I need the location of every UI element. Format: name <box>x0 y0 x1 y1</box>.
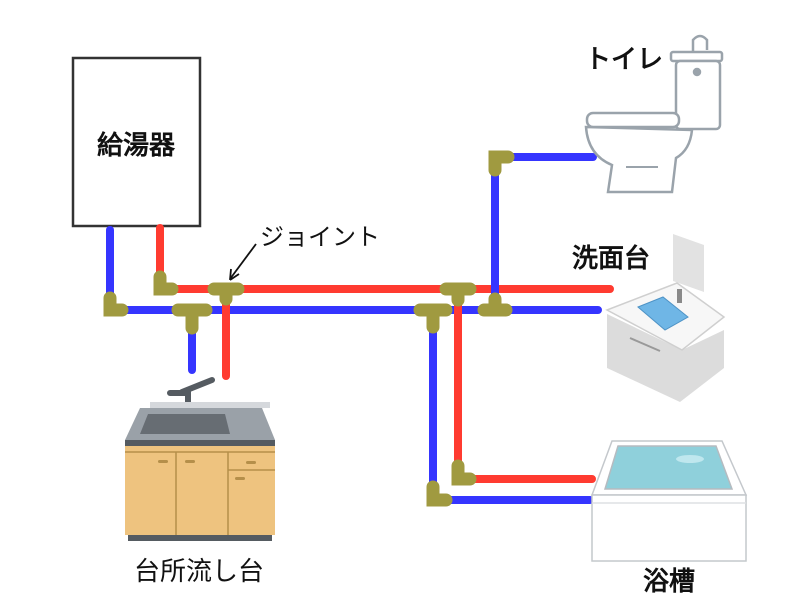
washbasin-cabinet <box>607 314 724 402</box>
water-heater: 給湯器 <box>71 56 202 228</box>
toilet: トイレ <box>584 34 724 194</box>
washbasin-faucet-icon <box>677 289 682 303</box>
water-heater-box <box>71 56 202 228</box>
toilet-bowl <box>584 125 694 194</box>
kitchen-basin <box>140 414 230 434</box>
joint-tee-hot-bathtub <box>439 282 477 307</box>
toilet-seat <box>585 111 681 129</box>
kitchen-sink: 台所流し台 <box>125 377 275 587</box>
kitchen-plinth <box>128 535 272 541</box>
joint-tee-cold-toilet <box>477 292 513 317</box>
joint-elbow-cold-bathtub <box>426 480 453 507</box>
hot-pipe-main <box>156 224 614 293</box>
joint-elbow-cold-toilet <box>488 150 515 177</box>
toilet-faucet-icon <box>691 34 709 52</box>
callout-arrow-line <box>229 243 257 280</box>
washbasin-mirror <box>673 234 704 292</box>
kitchen-handle-4 <box>235 477 245 480</box>
bathtub: 浴槽 <box>590 440 748 597</box>
washbasin: 洗面台 <box>572 234 726 402</box>
joint-tee-cold-bathtub <box>413 303 453 334</box>
bathtub-water-highlight <box>676 455 704 463</box>
joint-elbow-hot-bathtub <box>451 459 477 486</box>
toilet-tank <box>674 59 722 131</box>
hot-pipe-bathtub <box>454 285 596 483</box>
callout-arrow-head-icon <box>229 268 240 281</box>
joint-callout-label: ジョイント <box>260 223 380 251</box>
joint-tee-hot-kitchen <box>207 282 245 306</box>
kitchen-handle-2 <box>185 460 195 463</box>
joint-callout: ジョイント <box>229 223 380 281</box>
joint-elbow-cold-heater <box>103 291 129 317</box>
washbasin-label: 洗面台 <box>572 243 650 274</box>
kitchen-counter-edge <box>125 440 275 446</box>
washbasin-drawer-handle <box>629 337 661 352</box>
toilet-label: トイレ <box>585 45 663 75</box>
kitchen-cabinet <box>125 446 275 535</box>
joints <box>103 150 515 507</box>
water-heater-label: 給湯器 <box>97 130 176 161</box>
kitchen-sink-label: 台所流し台 <box>134 557 264 587</box>
bathtub-water <box>603 445 734 490</box>
toilet-handle-icon <box>692 67 702 77</box>
washbasin-bowl <box>637 296 689 331</box>
kitchen-handle-1 <box>158 460 168 463</box>
bathtub-body <box>591 494 747 562</box>
kitchen-backsplash <box>150 402 270 408</box>
joint-tee-cold-kitchen <box>171 303 213 335</box>
bathtub-label: 浴槽 <box>643 567 695 597</box>
kitchen-handle-3 <box>246 461 256 464</box>
toilet-tank-lid <box>669 50 724 63</box>
joint-elbow-hot-heater <box>153 270 179 296</box>
